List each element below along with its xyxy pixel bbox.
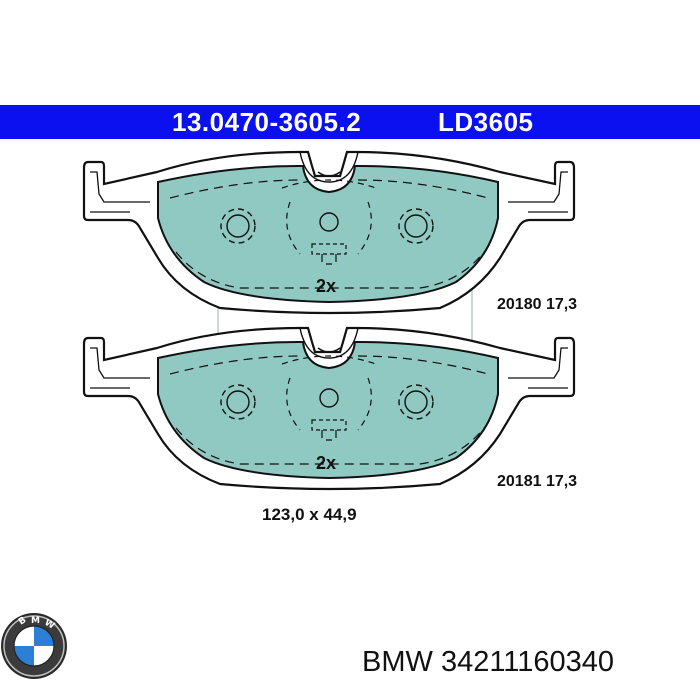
header-banner	[0, 105, 700, 139]
svg-text:W: W	[43, 618, 57, 632]
bmw-roundel-icon: B M W	[1, 613, 67, 679]
footer-label: BMW 34211160340	[362, 646, 614, 679]
svg-text:B: B	[17, 615, 28, 627]
pad-dimensions: 123,0 x 44,9	[262, 505, 357, 524]
pad-quantity-top: 2x	[316, 276, 337, 296]
product-code: LD3605	[438, 107, 534, 137]
pad-spec-top: 20180 17,3	[497, 296, 578, 313]
part-number: 13.0470-3605.2	[172, 107, 362, 137]
oem-number: 34211160340	[440, 646, 615, 678]
brand-name: BMW	[362, 646, 433, 678]
pad-spec-bottom: 20181 17,3	[497, 473, 578, 490]
svg-text:M: M	[31, 616, 40, 626]
pad-quantity-bottom: 2x	[316, 453, 337, 473]
